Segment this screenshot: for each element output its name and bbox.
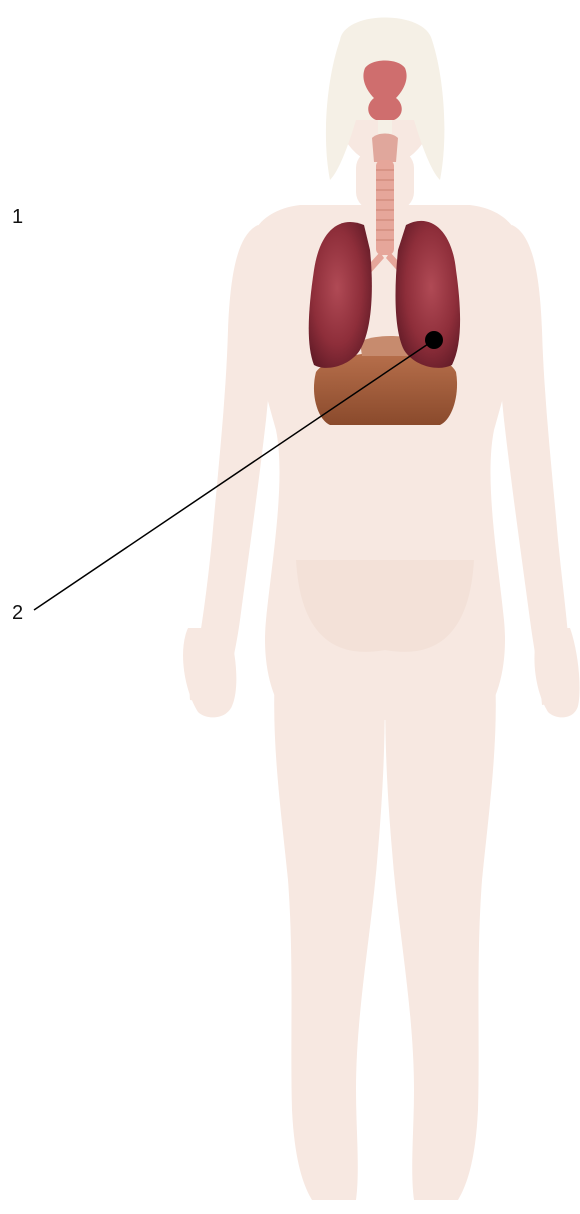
label-1: 1	[12, 207, 23, 227]
label-2: 2	[12, 603, 23, 623]
nasal-cavity	[363, 61, 406, 121]
larynx	[372, 134, 398, 163]
